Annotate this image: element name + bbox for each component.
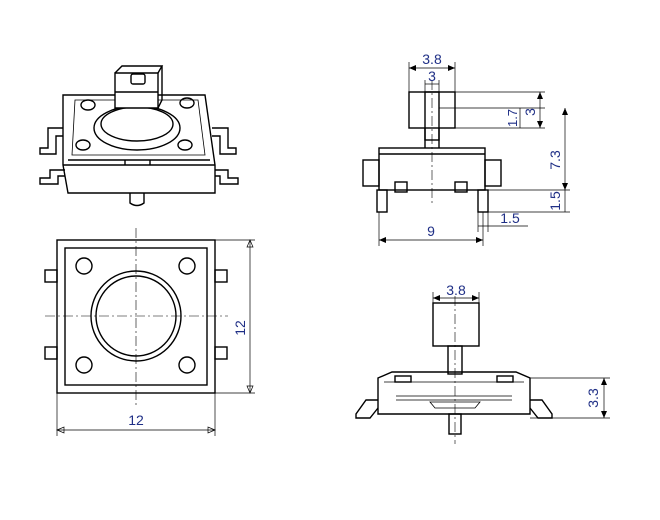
top-view: 12 12 xyxy=(44,228,255,436)
top-view-width-label: 12 xyxy=(128,412,144,428)
stem-top-label: 1.7 xyxy=(505,109,520,127)
pitch-label: 9 xyxy=(427,223,435,239)
isometric-view xyxy=(39,65,239,207)
front-body-height-label: 3.3 xyxy=(585,388,601,408)
stem-inner-label: 3 xyxy=(428,68,436,84)
top-view-height-label: 12 xyxy=(232,320,248,336)
front-view: 3.8 3.3 xyxy=(355,282,610,444)
lead-height-label: 1.5 xyxy=(547,191,563,211)
overall-height-label: 7.3 xyxy=(547,150,563,170)
side-view: 3.8 3 1.7 3 7.3 1.5 9 xyxy=(362,51,570,246)
lead-width-label: 1.5 xyxy=(500,210,520,226)
stem-outer-label: 3.8 xyxy=(422,51,442,67)
stem-total-label: 3 xyxy=(522,108,538,116)
front-stem-width-label: 3.8 xyxy=(446,282,466,298)
